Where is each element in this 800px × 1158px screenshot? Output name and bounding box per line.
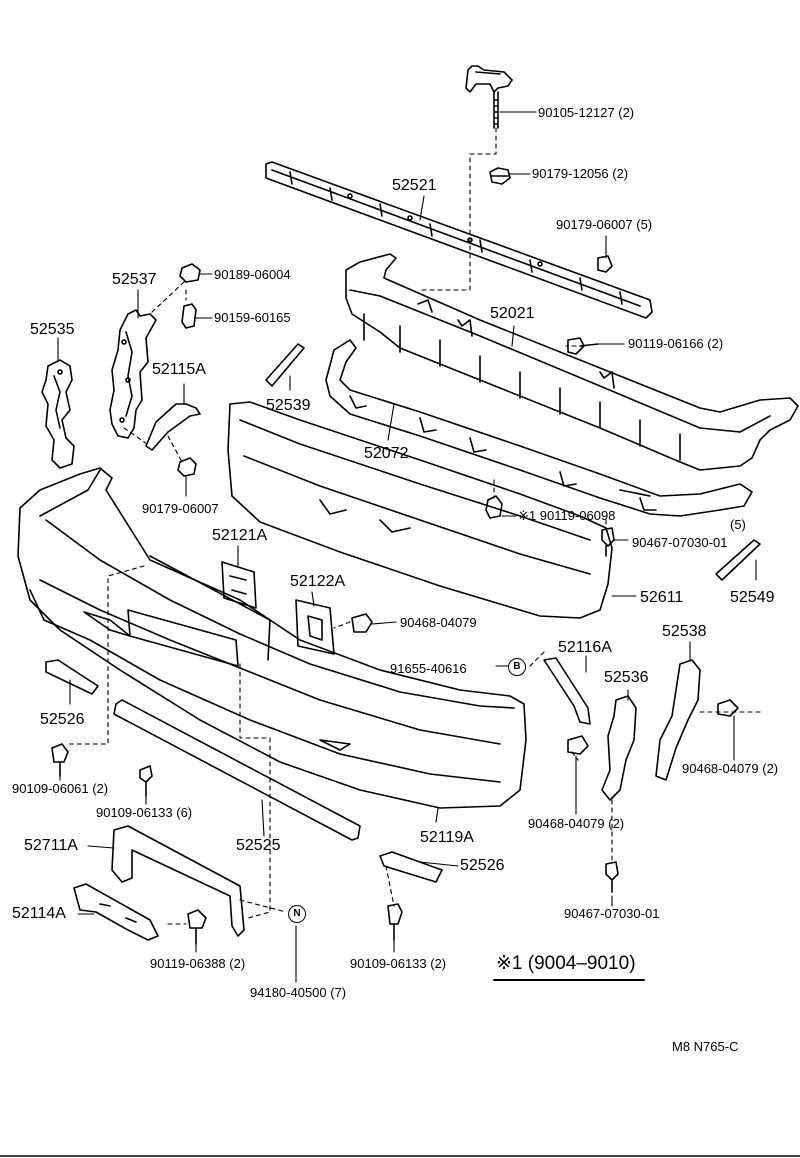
- label-52535: 52535: [30, 321, 75, 338]
- label-52539: 52539: [266, 397, 311, 414]
- label-94180-40500: 94180-40500 (7): [250, 985, 347, 1000]
- label-90109-06061: 90109-06061 (2): [12, 781, 109, 796]
- label-52072: 52072: [364, 445, 409, 462]
- label-90119-06098-number: 90119-06098: [539, 508, 616, 523]
- screw-90109-06133-b: [387, 903, 403, 941]
- bracket-52535: [41, 359, 75, 469]
- label-90179-12056: 90179-12056 (2): [532, 166, 629, 181]
- label-52122A: 52122A: [290, 573, 346, 590]
- label-52119A: 52119A: [420, 829, 474, 846]
- alignment-lines: [67, 127, 761, 925]
- plate-52526-right: [379, 851, 443, 883]
- bolt-90119-06388: [187, 909, 207, 945]
- circle-b-mark: B: [508, 658, 526, 676]
- bracket-52536: [601, 695, 637, 801]
- reinforcement-52521: [265, 161, 653, 319]
- bracket-52072: [325, 339, 753, 517]
- clip-90468-04079: [351, 613, 373, 633]
- screw-90109-06061: [51, 743, 69, 777]
- label-qty-5: (5): [730, 517, 746, 532]
- absorber-52021: [345, 253, 799, 471]
- label-90109-06133-b: 90109-06133 (2): [350, 956, 447, 971]
- molding-52525: [113, 699, 361, 841]
- bolt-90119-06166: [567, 337, 599, 355]
- label-90119-06166: 90119-06166 (2): [628, 336, 724, 351]
- label-90467-07030-01-b: 90467-07030-01: [564, 906, 660, 921]
- cover-52611: [227, 401, 613, 619]
- retainer-52549: [715, 539, 761, 581]
- label-52611: 52611: [640, 589, 684, 606]
- label-52549: 52549: [730, 589, 775, 606]
- stay-52115A: [145, 403, 201, 451]
- plate-52526-left: [45, 659, 99, 695]
- label-90468-04079: 90468-04079: [400, 615, 477, 630]
- label-52537: 52537: [112, 271, 157, 288]
- label-52525: 52525: [236, 837, 281, 854]
- bracket-52121A: [221, 561, 257, 609]
- label-90467-07030-01: 90467-07030-01: [632, 535, 728, 550]
- label-90468-04079-b: 90468-04079 (2): [528, 816, 625, 831]
- leader-lines: [57, 111, 757, 983]
- label-90179-06007: 90179-06007: [142, 501, 219, 516]
- bumper-52119A: [17, 467, 527, 809]
- applicability-note: ※1 (9004–9010): [496, 953, 636, 974]
- label-90119-06388: 90119-06388 (2): [150, 956, 246, 971]
- label-52021: 52021: [490, 305, 535, 322]
- bracket-52114A: [73, 883, 159, 941]
- screw-90109-06133: [139, 765, 153, 797]
- label-90105-12127: 90105-12127 (2): [538, 105, 635, 120]
- nut-90179-12056: [489, 167, 511, 185]
- reinforcement-52711A: [111, 825, 245, 937]
- nut-90179-06007: [177, 457, 197, 477]
- label-91655-40616: 91655-40616: [390, 661, 467, 676]
- clip-90468-04079-b: [567, 735, 589, 755]
- label-52538: 52538: [662, 623, 707, 640]
- circle-n-mark: N: [288, 905, 306, 923]
- label-90119-06098: ※1 90119-06098: [518, 509, 615, 522]
- label-52536: 52536: [604, 669, 649, 686]
- clip-90179-06007: [597, 255, 613, 273]
- label-90159-60165: 90159-60165: [214, 310, 291, 325]
- retainer-52539: [265, 343, 305, 387]
- bolt-90159-60165: [181, 303, 197, 329]
- clip-90468-04079-c: [717, 699, 739, 717]
- stay-52116A: [543, 657, 591, 725]
- bracket-52537: [109, 309, 157, 439]
- label-90468-04079-c: 90468-04079 (2): [682, 761, 779, 776]
- label-52521: 52521: [392, 177, 437, 194]
- bracket-52538: [655, 659, 701, 781]
- star-mark: ※1: [518, 508, 537, 523]
- label-52115A: 52115A: [152, 361, 206, 378]
- label-52114A: 52114A: [12, 905, 66, 922]
- label-52526-left: 52526: [40, 711, 85, 728]
- label-90189-06004: 90189-06004: [214, 267, 291, 282]
- label-52526-right: 52526: [460, 857, 505, 874]
- label-52121A: 52121A: [212, 527, 268, 544]
- label-52116A: 52116A: [558, 639, 612, 656]
- label-90179-06007-5: 90179-06007 (5): [556, 217, 653, 232]
- label-52711A: 52711A: [24, 837, 78, 854]
- nut-90189-06004: [179, 263, 201, 283]
- diagram-code: M8 N765-C: [672, 1039, 739, 1054]
- bolt-90119-06098: [485, 495, 503, 519]
- label-90109-06133: 90109-06133 (6): [96, 805, 193, 820]
- bracket-52122A: [295, 599, 335, 655]
- clip-90467-07030-01-b: [605, 861, 619, 893]
- top-bracket-bolt: [465, 65, 513, 129]
